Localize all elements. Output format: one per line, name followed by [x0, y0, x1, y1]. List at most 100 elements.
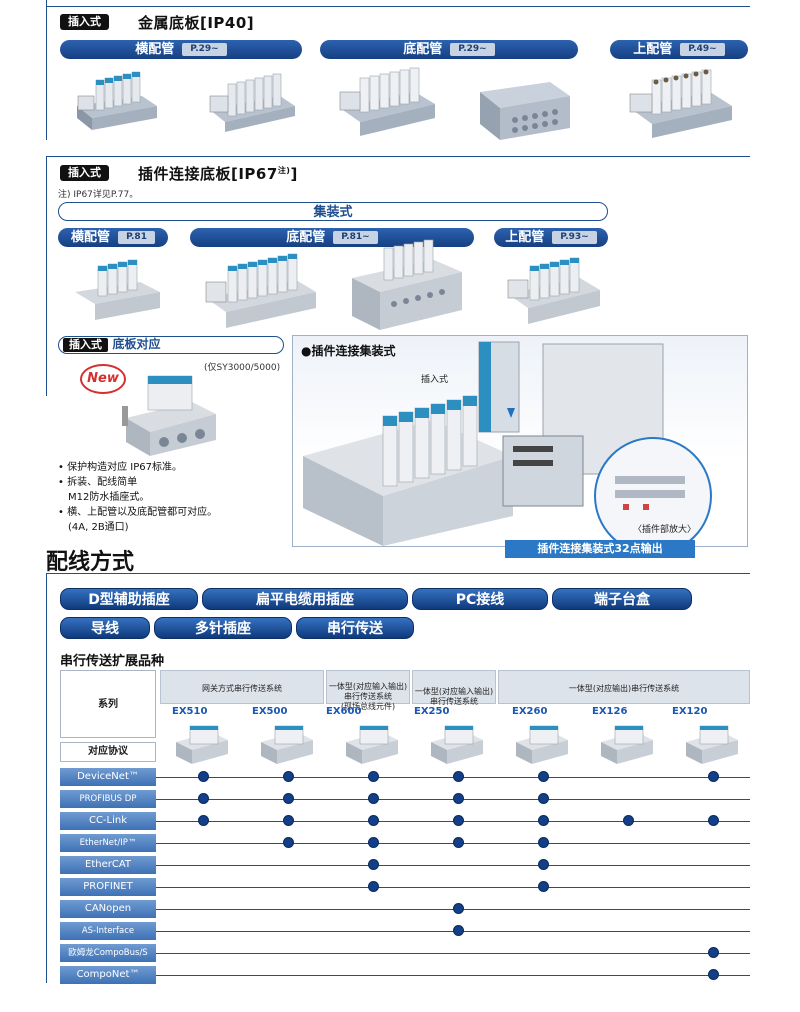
support-dot	[198, 815, 209, 826]
protocol-label: EtherCAT	[60, 856, 156, 874]
sub-base-valve-image	[122, 375, 216, 456]
page-ref: P.29~	[182, 43, 227, 56]
bullet-item: (4A, 2B通口)	[68, 522, 129, 533]
support-dot	[623, 815, 634, 826]
section1-frame-top	[46, 6, 750, 7]
support-dot	[538, 859, 549, 870]
wiring-terminal-box-button[interactable]: 端子台盒	[552, 588, 692, 610]
section2-tag: 插入式	[60, 165, 109, 181]
section2-title-note: 注)	[277, 166, 291, 175]
support-dot	[283, 771, 294, 782]
section1-frame-left	[46, 0, 47, 140]
wiring-multi-connector-button[interactable]: 多针插座	[154, 617, 292, 639]
protocol-row-line	[156, 865, 750, 866]
support-dot	[283, 793, 294, 804]
protocol-header: 对应协议	[60, 742, 156, 762]
support-dot	[453, 903, 464, 914]
model-label-ex260: EX260	[512, 706, 548, 717]
group-header-text: 一体型(对应输入输出) 串行传送系统	[414, 687, 494, 706]
wiring-lead-wire-button[interactable]: 导线	[60, 617, 150, 639]
protocol-label: CompoNet™	[60, 966, 156, 984]
serial-title: 串行传送扩展品种	[60, 654, 165, 669]
support-dot	[538, 837, 549, 848]
section3-tag: 插入式	[63, 338, 108, 352]
protocol-label: PROFIBUS DP	[60, 790, 156, 808]
wiring-pc-button[interactable]: PC接线	[412, 588, 548, 610]
callout-title: ●插件连接集装式	[301, 344, 396, 358]
protocol-label: CANopen	[60, 900, 156, 918]
model-image-ex260	[516, 725, 568, 764]
section3-note: (仅SY3000/5000)	[204, 363, 281, 373]
new-badge: New	[80, 364, 126, 394]
model-image-ex510	[176, 725, 228, 764]
plugin-manifold-image-side	[75, 259, 160, 320]
support-dot	[453, 925, 464, 936]
section1-tag: 插入式	[60, 14, 109, 30]
support-dot	[708, 771, 719, 782]
group-label: 上配管	[633, 42, 673, 57]
section2-title-text: 插件连接底板[IP67	[138, 165, 278, 183]
model-label-ex500: EX500	[252, 706, 288, 717]
section2-frame-left	[46, 156, 47, 396]
group-label: 上配管	[505, 230, 545, 245]
protocol-row-line	[156, 953, 750, 954]
group-header-integrated-io: 一体型(对应输入输出) 串行传送系统	[412, 670, 496, 706]
support-dot	[453, 771, 464, 782]
model-label-ex250: EX250	[414, 706, 450, 717]
bullet-item: M12防水插座式。	[68, 492, 150, 503]
support-dot	[538, 881, 549, 892]
protocol-label: AS-Interface	[60, 922, 156, 940]
support-dot	[368, 815, 379, 826]
section2-note: 注) IP67详见P.77。	[58, 190, 139, 200]
support-dot	[283, 837, 294, 848]
model-image-ex120	[686, 725, 738, 764]
section3-header: 插入式 底板对应	[58, 336, 284, 354]
model-image-ex126	[601, 725, 653, 764]
manifold-image-side-2	[209, 73, 295, 132]
section2-group-bottom[interactable]: 底配管 P.81~	[190, 228, 474, 247]
group-header-integrated-fieldbus: 一体型(对应输入输出) 串行传送系统 (现场总线元件)	[326, 670, 410, 711]
section1-group-side[interactable]: 横配管 P.29~	[60, 40, 302, 59]
model-image-ex250	[431, 725, 483, 764]
model-image-ex500	[261, 725, 313, 764]
support-dot	[368, 859, 379, 870]
section1-frame-bottom	[46, 156, 750, 157]
plugin-manifold-image-bottom-2	[352, 239, 462, 330]
page-ref: P.81	[118, 231, 155, 244]
callout-badge: 插件连接集装式32点输出	[505, 540, 695, 558]
support-dot	[453, 815, 464, 826]
protocol-label: DeviceNet™	[60, 768, 156, 786]
group-label: 底配管	[403, 42, 443, 57]
support-dot	[708, 969, 719, 980]
section1-group-top[interactable]: 上配管 P.49~	[610, 40, 748, 59]
model-label-ex126: EX126	[592, 706, 628, 717]
wiring-frame-left	[46, 573, 47, 983]
support-dot	[368, 793, 379, 804]
manifold-image-side-1	[77, 71, 157, 130]
group-label: 横配管	[135, 42, 175, 57]
support-dot	[368, 837, 379, 848]
model-image-ex600	[346, 725, 398, 764]
plugin-manifold-image-bottom-1	[205, 253, 316, 328]
callout-zoom-label: 〈插件部放大〉	[633, 525, 697, 535]
group-header-gateway: 网关方式串行传送系统	[160, 670, 324, 704]
support-dot	[453, 793, 464, 804]
section3-bullets: • 保护构造对应 IP67标准。 • 拆装、配线简单 M12防水插座式。 • 横…	[58, 460, 217, 535]
bullet-item: • 横、上配管以及底配管都可对应。	[58, 507, 218, 518]
page-ref: P.81~	[333, 231, 378, 244]
wiring-serial-button[interactable]: 串行传送	[296, 617, 414, 639]
support-dot	[198, 771, 209, 782]
section2-banner-manifold: 集装式	[58, 202, 608, 221]
model-label-ex120: EX120	[672, 706, 708, 717]
support-dot	[538, 793, 549, 804]
wiring-dsub-button[interactable]: D型辅助插座	[60, 588, 198, 610]
group-label: 底配管	[286, 230, 326, 245]
section1-title: 金属底板[IP40]	[138, 14, 255, 32]
page-ref: P.49~	[680, 43, 725, 56]
wiring-flat-cable-button[interactable]: 扁平电缆用插座	[202, 588, 408, 610]
group-header-text: 一体型(对应输入输出) 串行传送系统 (现场总线元件)	[328, 682, 408, 711]
protocol-label: PROFINET	[60, 878, 156, 896]
